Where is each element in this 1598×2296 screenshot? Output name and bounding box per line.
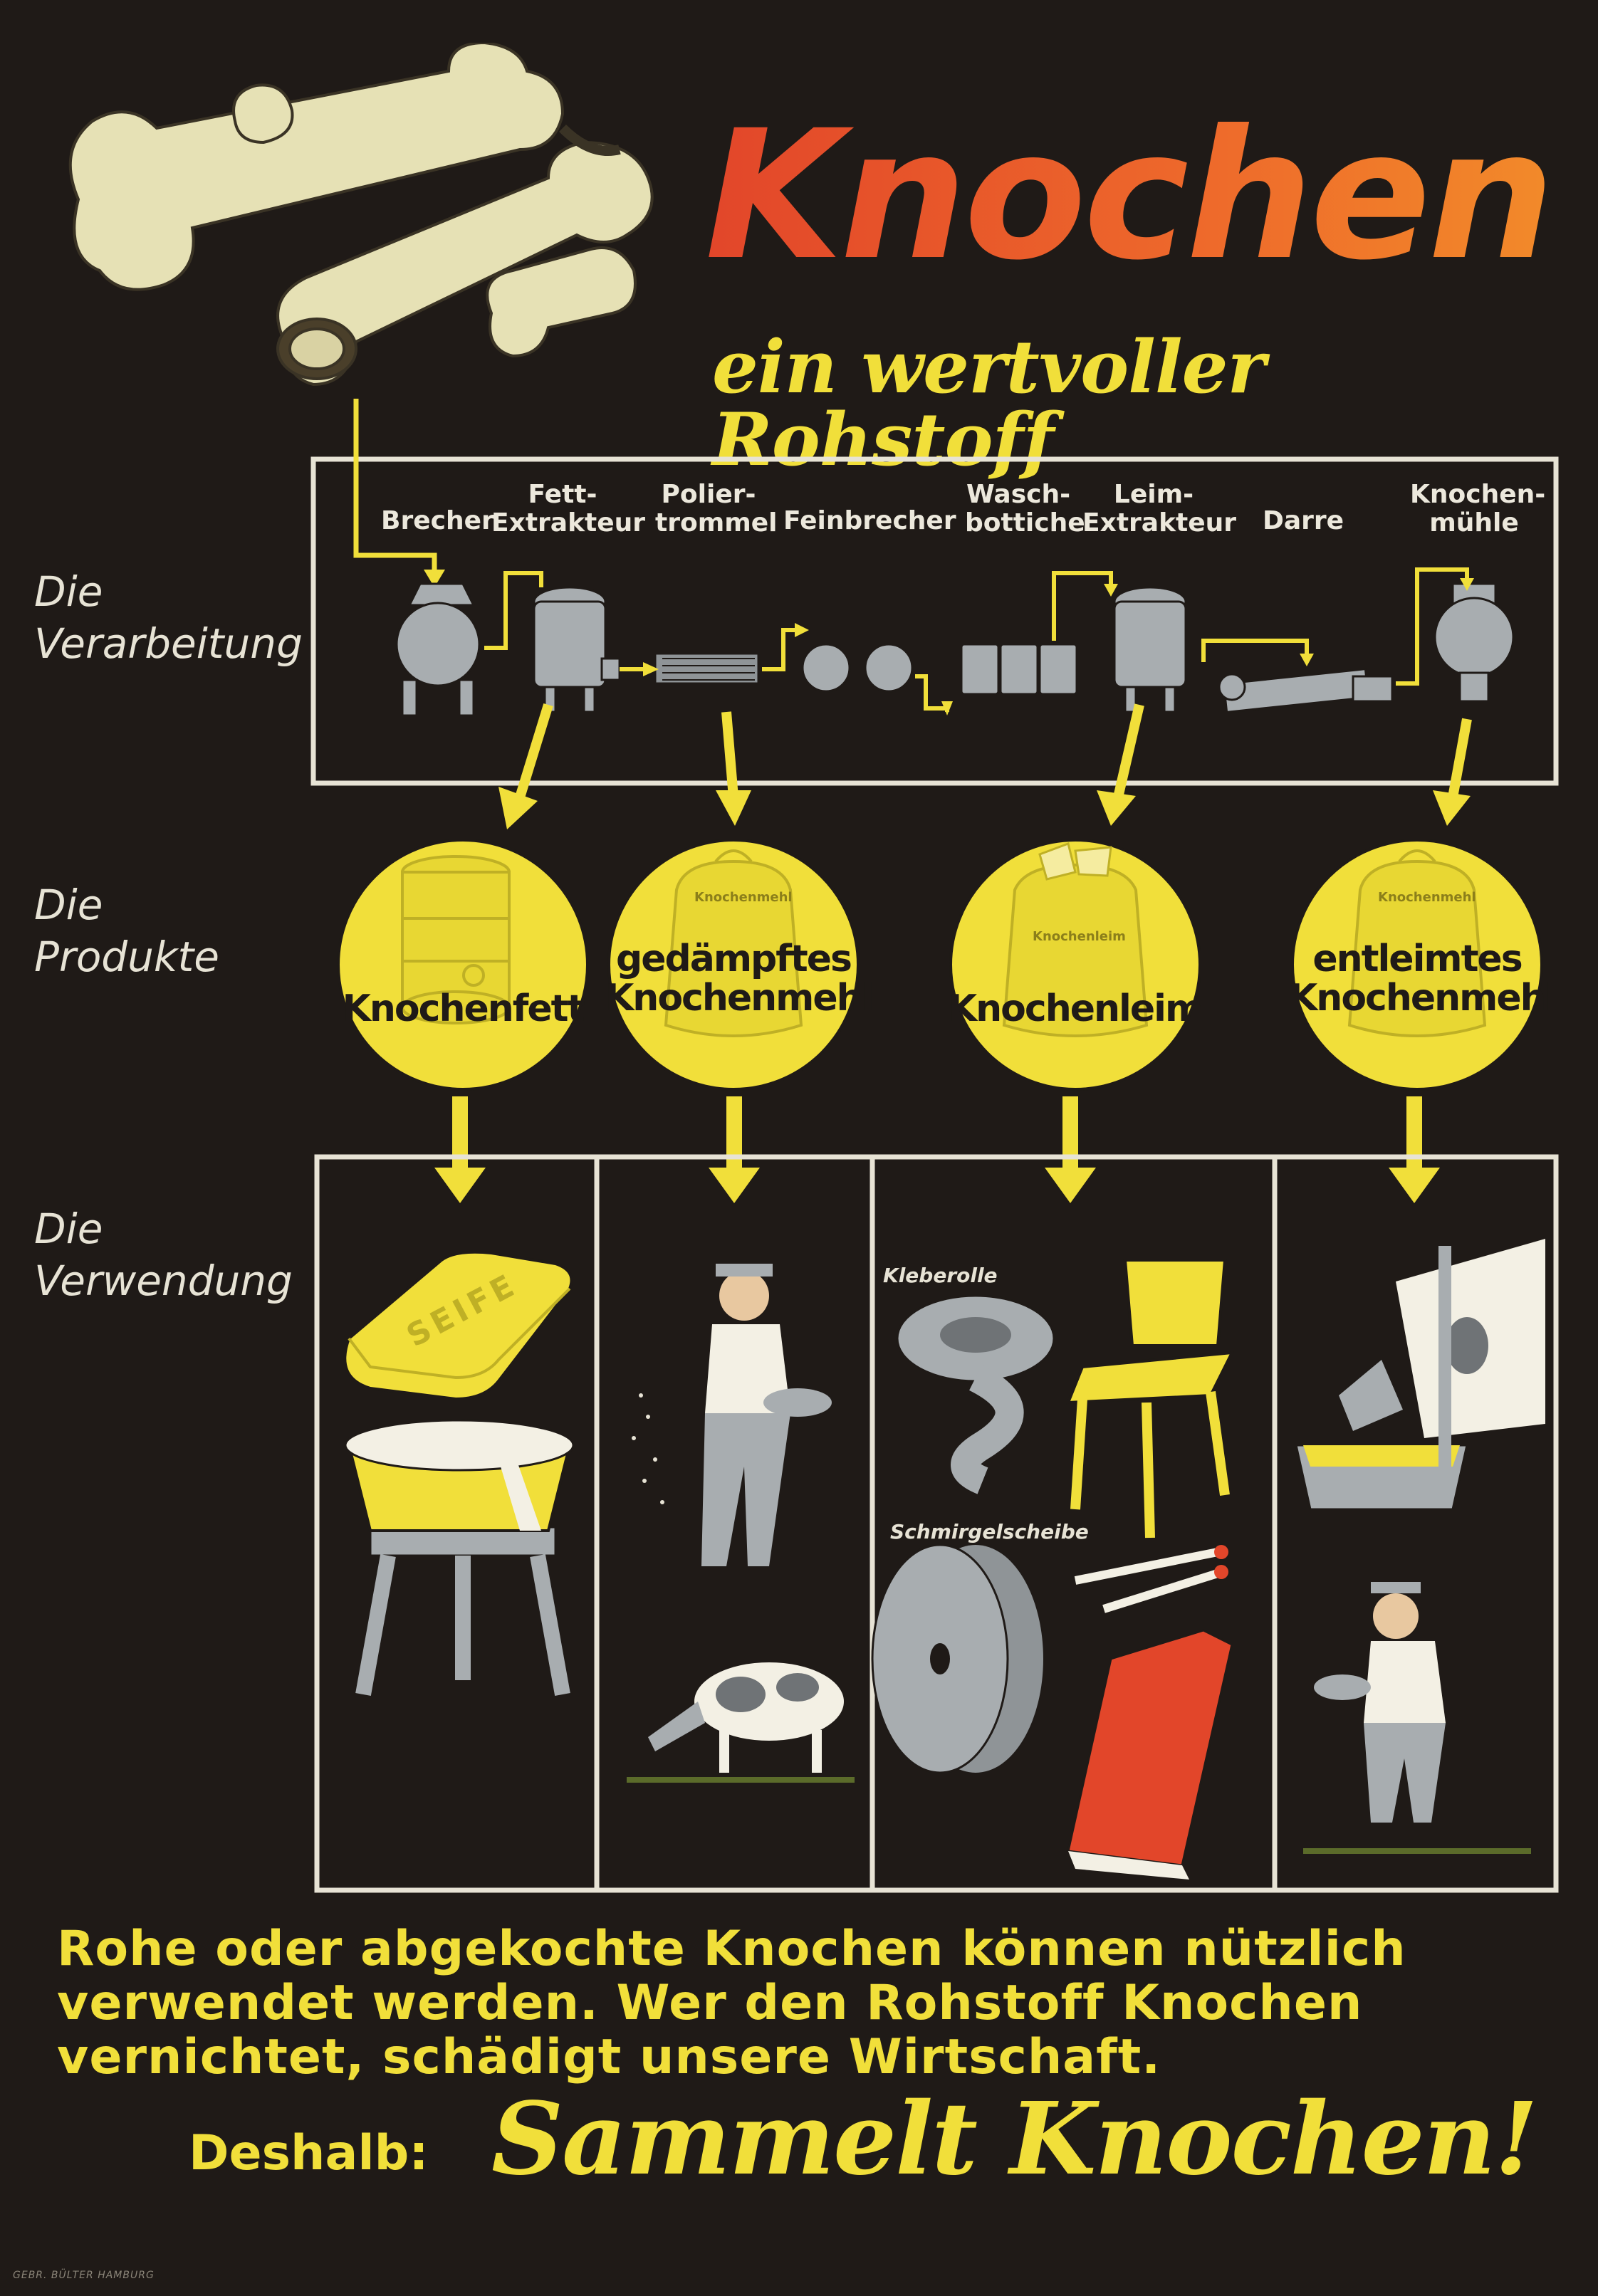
section-label-uses: Die Verwendung	[34, 1203, 293, 1306]
washtub-illustration	[344, 1419, 575, 1696]
feinbrecher-machine	[801, 643, 914, 693]
section-label-line2: Verwendung	[34, 1256, 293, 1305]
product-entleimtes-knochenmehl: entleimtes Knochenmehl	[1289, 938, 1557, 1019]
step-brecher: Brecher	[381, 506, 494, 535]
section-label-products: Die Produkte	[34, 879, 219, 982]
step-leim-extrakteur: Leim- Extrakteur	[1082, 480, 1237, 538]
farmer-illustration	[1303, 1582, 1531, 1854]
section-label-line2: Produkte	[34, 932, 219, 981]
bag-label: Knochenleim	[1033, 929, 1126, 944]
bag-label: Knochenmehl	[694, 890, 793, 905]
leim-extrakteur-machine	[1113, 586, 1187, 713]
brecher-machine	[395, 582, 481, 717]
body-text: Rohe oder abgekochte Knochen können nütz…	[57, 1922, 1567, 2085]
uses-frame	[314, 1154, 1559, 1893]
product-gedaempftes-knochenmehl: gedämpftes Knochenmehl	[605, 938, 874, 1019]
tape-roll-illustration	[896, 1294, 1055, 1494]
cow-trough-illustration	[1295, 1239, 1545, 1511]
step-darre: Darre	[1262, 506, 1344, 535]
sower-illustration	[632, 1264, 832, 1566]
darre-machine	[1218, 668, 1394, 713]
cta-prefix: Deshalb:	[189, 2125, 429, 2181]
chair-illustration	[1065, 1259, 1235, 1538]
cow-illustration	[627, 1662, 855, 1783]
knochenmuehle-machine	[1434, 582, 1515, 703]
product-knochenleim: Knochenleim	[948, 987, 1203, 1030]
body-line: Rohe oder abgekochte Knochen können nütz…	[57, 1921, 1406, 1977]
process-diagram	[310, 399, 1559, 1893]
bones-illustration	[68, 43, 654, 387]
body-line: vernichtet, schädigt unsere Wirtschaft.	[57, 2029, 1161, 2086]
matches-illustration	[1074, 1545, 1228, 1613]
section-label-line2: Verarbeitung	[34, 619, 303, 668]
poster-subtitle: ein wertvoller Rohstoff	[712, 325, 1265, 483]
step-fett-extrakteur: Fett- Extrakteur	[491, 480, 646, 538]
step-feinbrecher: Feinbrecher	[783, 506, 956, 535]
section-label-line1: Die	[34, 1205, 103, 1253]
product-knochenfett: Knochenfett	[342, 987, 585, 1030]
waschbottiche-machine	[960, 643, 1078, 696]
book-illustration	[1067, 1629, 1233, 1880]
product-circle-4	[1291, 839, 1543, 1091]
feed-arrow	[353, 399, 437, 573]
product-circle-2	[607, 839, 860, 1091]
label-schmirgelscheibe: Schmirgelscheibe	[890, 1520, 1089, 1543]
product-circle-1	[337, 839, 589, 1091]
fett-extrakteur-machine	[533, 586, 621, 713]
section-label-line1: Die	[34, 881, 103, 929]
product-circle-3	[949, 839, 1201, 1091]
cta-slogan: Sammelt Knochen!	[491, 2081, 1538, 2198]
step-poliertrommel: Polier- trommel	[655, 480, 778, 538]
section-label-processing: Die Verarbeitung	[34, 566, 303, 669]
poster-title: Knochen	[705, 92, 1555, 299]
printer-imprint: GEBR. BÜLTER HAMBURG	[13, 2270, 155, 2281]
grinding-wheel-illustration	[871, 1543, 1043, 1774]
step-knochenmuehle: Knochen- mühle	[1410, 480, 1546, 538]
label-kleberolle: Kleberolle	[883, 1264, 998, 1287]
body-line: verwendet werden. Wer den Rohstoff Knoch…	[57, 1975, 1363, 2032]
section-label-line1: Die	[34, 567, 103, 616]
processing-frame	[310, 456, 1559, 786]
step-waschbottiche: Wasch- bottiche	[965, 480, 1085, 538]
soap-illustration	[343, 1250, 573, 1401]
poliertrommel-machine	[654, 652, 760, 685]
bag-label: Knochenmehl	[1378, 890, 1476, 905]
